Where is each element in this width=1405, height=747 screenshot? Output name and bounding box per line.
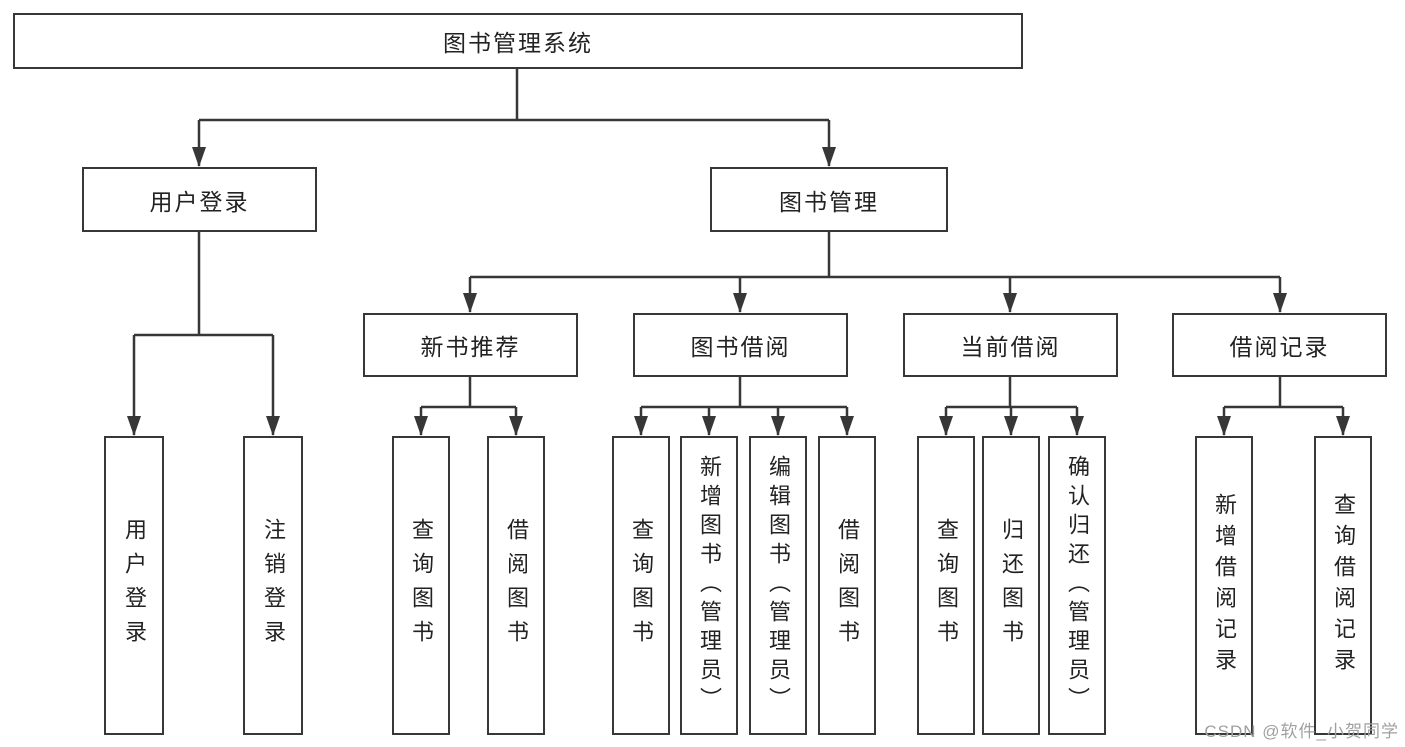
node-user-login: 用户登录 — [82, 167, 317, 232]
node-root-label: 图书管理系统 — [443, 30, 593, 56]
node-new-book-recommend: 新书推荐 — [363, 313, 578, 377]
node-leaf-nb-query-books-label: 查询图书 — [409, 517, 434, 654]
connector-user-login — [127, 232, 280, 436]
node-leaf-user-login: 用户登录 — [104, 436, 164, 735]
node-leaf-cb-query-books: 查询图书 — [917, 436, 975, 735]
node-leaf-cb-return-books: 归还图书 — [982, 436, 1040, 735]
node-leaf-bb-add-books-admin: 新增图书（管理员） — [680, 436, 738, 735]
node-book-management: 图书管理 — [710, 167, 948, 232]
node-leaf-nb-borrow-books: 借阅图书 — [487, 436, 545, 735]
node-leaf-cb-confirm-return-admin: 确认归还（管理员） — [1048, 436, 1106, 735]
connector-new-book — [414, 377, 523, 436]
node-root: 图书管理系统 — [13, 13, 1023, 69]
node-current-borrowing: 当前借阅 — [903, 313, 1118, 377]
connector-current-borrowing — [939, 377, 1084, 436]
node-leaf-logout: 注销登录 — [243, 436, 303, 735]
node-book-management-label: 图书管理 — [779, 188, 879, 215]
node-leaf-logout-label: 注销登录 — [261, 517, 286, 654]
node-leaf-br-add-record-label: 新增借阅记录 — [1212, 492, 1237, 679]
node-leaf-nb-query-books: 查询图书 — [392, 436, 450, 735]
node-leaf-user-login-label: 用户登录 — [122, 517, 147, 654]
node-current-borrowing-label: 当前借阅 — [960, 334, 1061, 360]
watermark-text: CSDN @软件_小贺同学 — [1204, 722, 1399, 741]
node-leaf-cb-query-books-label: 查询图书 — [934, 517, 959, 654]
node-new-book-recommend-label: 新书推荐 — [420, 334, 521, 360]
node-leaf-br-query-record-label: 查询借阅记录 — [1331, 492, 1356, 679]
node-leaf-bb-edit-books-admin-label: 编辑图书（管理员） — [766, 455, 791, 716]
connector-book-management — [463, 232, 1287, 313]
connector-book-borrowing — [634, 377, 854, 436]
node-leaf-bb-query-books-label: 查询图书 — [629, 517, 654, 654]
node-leaf-br-add-record: 新增借阅记录 — [1195, 436, 1253, 735]
connector-borrowing-records — [1217, 377, 1350, 436]
node-leaf-bb-add-books-admin-label: 新增图书（管理员） — [697, 455, 722, 716]
node-leaf-cb-return-books-label: 归还图书 — [999, 517, 1024, 654]
node-leaf-cb-confirm-return-admin-label: 确认归还（管理员） — [1065, 455, 1090, 716]
node-user-login-label: 用户登录 — [149, 188, 250, 215]
node-leaf-br-query-record: 查询借阅记录 — [1314, 436, 1372, 735]
node-leaf-nb-borrow-books-label: 借阅图书 — [504, 517, 529, 654]
node-leaf-bb-query-books: 查询图书 — [612, 436, 670, 735]
node-borrowing-records: 借阅记录 — [1172, 313, 1387, 377]
node-leaf-bb-borrow-books: 借阅图书 — [818, 436, 876, 735]
connector-root — [192, 69, 836, 167]
node-leaf-bb-borrow-books-label: 借阅图书 — [835, 517, 860, 654]
node-leaf-bb-edit-books-admin: 编辑图书（管理员） — [749, 436, 807, 735]
node-borrowing-records-label: 借阅记录 — [1229, 334, 1330, 360]
node-book-borrowing: 图书借阅 — [633, 313, 848, 377]
node-book-borrowing-label: 图书借阅 — [690, 334, 791, 360]
